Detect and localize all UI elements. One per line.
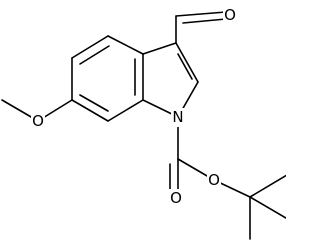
bond-quaternary-c-methyl-right <box>249 174 286 198</box>
indole-nitrogen-label: N <box>172 108 183 126</box>
bond-c3-c2 <box>175 42 199 83</box>
bond-cho-o-inner <box>182 18 227 24</box>
bond-c6-c7-inner <box>79 94 109 112</box>
bond-c4-c5 <box>71 35 109 59</box>
bond-quaternary-c-methyl-diagonal <box>249 196 286 219</box>
bond-c6-c7 <box>71 99 109 122</box>
methoxy-oxygen-label: O <box>32 112 44 130</box>
carbonyl-oxygen-mask <box>169 189 183 207</box>
bond-c3a-c3 <box>142 42 177 55</box>
atom-labels: O N O O O <box>31 5 237 207</box>
formyl-group <box>175 11 227 44</box>
ester-oxygen-mask <box>207 171 221 189</box>
bond-cho-o <box>175 11 227 17</box>
aldehyde-oxygen-mask <box>223 5 237 23</box>
methoxy-oxygen-mask <box>31 113 45 131</box>
benzene-ring <box>71 35 144 122</box>
aldehyde-oxygen-label: O <box>224 6 236 24</box>
bond-c3a-c4 <box>107 35 144 55</box>
boc-group <box>169 116 286 240</box>
ester-oxygen-label: O <box>208 171 220 189</box>
carbonyl-oxygen-label: O <box>170 189 182 207</box>
bond-c4-c5-inner <box>79 45 110 65</box>
pyrrole-ring <box>142 42 199 118</box>
bond-c3-c2-inner <box>177 53 193 80</box>
indole-nitrogen-mask <box>171 108 186 127</box>
chemical-structure-diagram: O N O O O <box>1 5 286 240</box>
bond-c7-c7a <box>107 99 144 122</box>
